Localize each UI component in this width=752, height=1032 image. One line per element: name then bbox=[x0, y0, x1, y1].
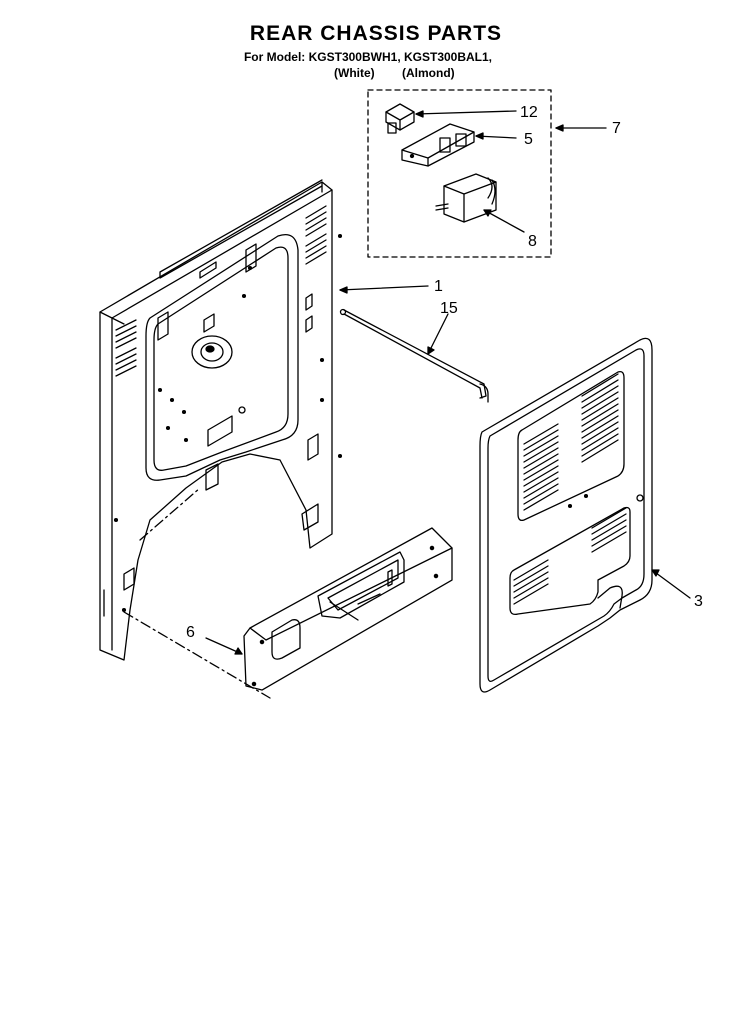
model-line: For Model: KGST300BWH1, KGST300BAL1, bbox=[243, 50, 493, 64]
part-6-bracket-panel bbox=[243, 527, 453, 691]
leader-lines bbox=[123, 110, 691, 699]
color-almond-label: (Almond) bbox=[402, 66, 455, 80]
color-white-label: (White) bbox=[334, 66, 375, 80]
callout-5: 5 bbox=[524, 131, 533, 148]
part-5-bracket bbox=[401, 123, 475, 167]
callout-6: 6 bbox=[186, 624, 195, 641]
part-15-rod bbox=[339, 308, 489, 403]
part-8-module bbox=[435, 173, 497, 223]
callout-7: 7 bbox=[612, 120, 621, 137]
part-12-switch bbox=[385, 103, 415, 134]
part-3-rear-cover bbox=[479, 337, 653, 693]
assembly-7-dashed-box bbox=[367, 89, 552, 258]
part-1-rear-chassis-panel bbox=[99, 179, 343, 661]
diagram-title: REAR CHASSIS PARTS bbox=[249, 22, 503, 45]
callout-8: 8 bbox=[528, 233, 537, 250]
callout-1: 1 bbox=[434, 278, 443, 295]
callout-15: 15 bbox=[440, 300, 458, 317]
callout-12: 12 bbox=[520, 104, 538, 121]
callout-3: 3 bbox=[694, 593, 703, 610]
